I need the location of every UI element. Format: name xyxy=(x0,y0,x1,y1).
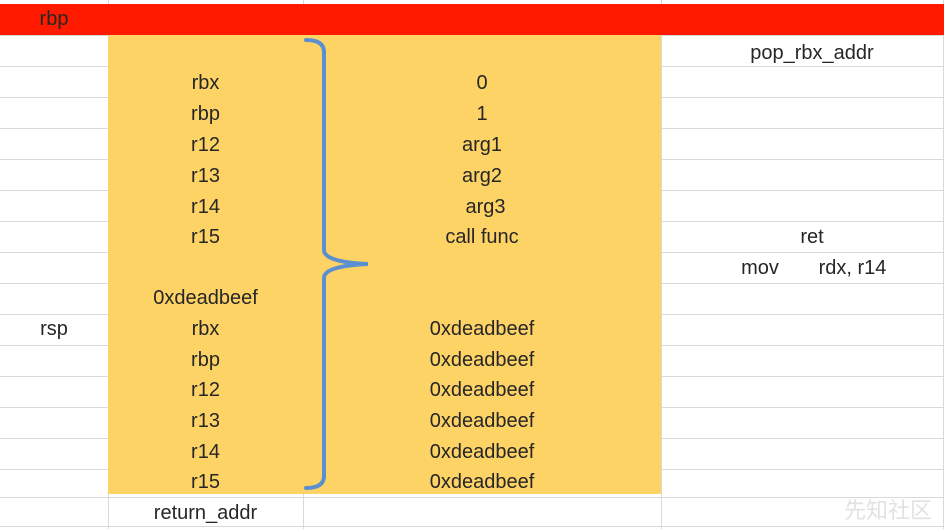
rsp-label: rsp xyxy=(40,318,68,340)
ret-cell: ret xyxy=(800,226,824,248)
reg-cell: r15 xyxy=(191,226,220,248)
value-cell: 1 xyxy=(476,103,488,125)
reg-cell: 0xdeadbeef xyxy=(153,287,258,309)
return-addr-cell: return_addr xyxy=(153,502,258,524)
reg-cell: r15 xyxy=(191,471,220,493)
stack-frame-highlight xyxy=(108,35,661,494)
grid-row-line xyxy=(0,526,944,527)
value-cell: 0xdeadbeef xyxy=(429,318,535,340)
value-cell: arg3 xyxy=(465,196,506,218)
reg-cell: r14 xyxy=(191,196,220,218)
value-cell: 0 xyxy=(476,72,488,94)
curly-brace xyxy=(304,38,369,490)
reg-cell: r12 xyxy=(191,379,220,401)
reg-cell: r14 xyxy=(191,441,220,463)
value-cell: call func xyxy=(445,226,519,248)
value-cell: 0xdeadbeef xyxy=(429,471,535,493)
value-cell: 0xdeadbeef xyxy=(429,441,535,463)
reg-cell: rbx xyxy=(191,72,220,94)
value-cell: 0xdeadbeef xyxy=(429,379,535,401)
value-cell: 0xdeadbeef xyxy=(429,410,535,432)
reg-cell: r12 xyxy=(191,134,220,156)
mov-cell: mov xyxy=(741,257,779,279)
grid-row-line xyxy=(0,497,944,498)
pop-rbx-addr-cell: pop_rbx_addr xyxy=(750,42,874,64)
reg-cell: r13 xyxy=(191,165,220,187)
reg-cell: rbp xyxy=(191,103,220,125)
value-cell: arg1 xyxy=(461,134,503,156)
reg-cell: rbx xyxy=(191,318,220,340)
grid-col-line xyxy=(661,0,662,529)
reg-cell: r13 xyxy=(191,410,220,432)
watermark: 先知社区 xyxy=(843,498,932,523)
value-cell: 0xdeadbeef xyxy=(429,349,535,371)
rbp-label: rbp xyxy=(39,8,69,30)
value-cell: arg2 xyxy=(461,165,503,187)
reg-cell: rbp xyxy=(191,349,220,371)
rbp-row-highlight xyxy=(0,4,944,35)
mov-operands-cell: rdx, r14 xyxy=(818,257,887,279)
